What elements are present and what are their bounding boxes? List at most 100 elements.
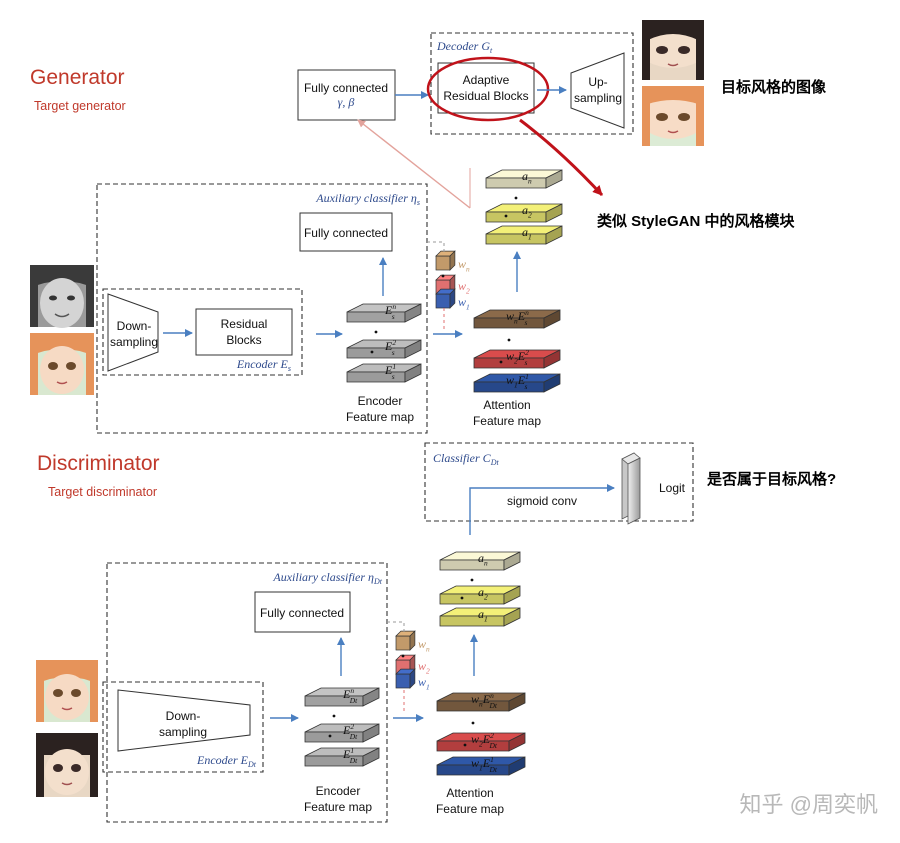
logit-label: Logit xyxy=(659,481,686,495)
weight-cube-n xyxy=(395,630,416,651)
disc-encoder-fmap-caption-1: Encoder xyxy=(316,784,361,798)
a-label-1: a1 xyxy=(478,607,488,624)
decoder-box xyxy=(430,32,634,135)
adaptive-label-2: Residual Blocks xyxy=(443,89,528,103)
weight-label-n: wn xyxy=(458,257,470,274)
encoder-fmap-slab-1 xyxy=(304,747,380,767)
attention-dot-1 xyxy=(471,721,475,725)
a-label-2: a2 xyxy=(478,585,488,602)
gen-downsampling-label-1: Down- xyxy=(117,319,152,333)
disc-input-image-2 xyxy=(36,733,98,797)
stylegan-annotation-arrow xyxy=(519,118,604,197)
arrow-a-to-logit xyxy=(469,484,615,535)
fc-gamma-beta-box xyxy=(297,69,396,121)
encoder-fmap-dot-2 xyxy=(328,734,332,738)
attention-dot-2 xyxy=(499,360,503,364)
upsampling-trapezoid xyxy=(570,52,625,129)
weight-cube-1 xyxy=(395,668,416,689)
generator-title: Generator xyxy=(30,66,125,89)
decoder-label: Decoder Gt xyxy=(436,39,493,55)
disc-encoder-label: Encoder EDt xyxy=(196,753,257,769)
weight-label-1: w1 xyxy=(418,675,430,692)
disc-dashed-connector xyxy=(387,621,405,632)
gen-residual-box xyxy=(195,308,293,356)
a-label-1: a1 xyxy=(522,225,532,242)
target-style-note: 目标风格的图像 xyxy=(721,78,827,96)
encoder-fmap-slab-2 xyxy=(304,723,380,743)
gen-aux-classifier-label: Auxiliary classifier ηs xyxy=(315,191,420,207)
style-question: 是否属于目标风格? xyxy=(706,470,836,488)
sigmoid-conv-label: sigmoid conv xyxy=(507,494,577,508)
gen-downsampling-label-2: sampling xyxy=(110,335,158,349)
gen-attention-fmap-caption-1: Attention xyxy=(483,398,530,412)
a-label-n: an xyxy=(478,551,488,568)
adaptive-residual-box xyxy=(437,62,535,114)
attention-slab-2 xyxy=(473,349,561,369)
a-slab-2 xyxy=(485,203,563,223)
a-label-2: a2 xyxy=(522,203,532,220)
encoder-fmap-slab-1 xyxy=(346,363,422,383)
disc-downsampling-label-2: sampling xyxy=(159,725,207,739)
discriminator-title: Discriminator xyxy=(37,452,160,475)
encoder-fmap-dot-1 xyxy=(374,330,378,334)
attention-slab-1 xyxy=(473,373,561,393)
encoder-fmap-dot-1 xyxy=(332,714,336,718)
encoder-fmap-slab-n xyxy=(304,687,380,707)
weight-label-1: w1 xyxy=(458,295,470,312)
fc-gamma-beta-label: Fully connected xyxy=(304,81,388,95)
encoder-fmap-slab-2 xyxy=(346,339,422,359)
disc-encoder-fmap-caption-2: Feature map xyxy=(304,800,372,814)
gen-aux-fc-label: Fully connected xyxy=(304,226,388,240)
disc-downsampling-label-1: Down- xyxy=(166,709,201,723)
disc-aux-fc-label: Fully connected xyxy=(260,606,344,620)
a-dot-1 xyxy=(470,578,474,582)
disc-encoder-region xyxy=(102,681,264,773)
gen-input-image-1 xyxy=(30,265,94,328)
arrow-attention-to-fc xyxy=(357,119,471,209)
disc-downsampling-trapezoid xyxy=(117,689,251,752)
generated-image-1 xyxy=(642,20,704,80)
generated-image-2 xyxy=(642,86,704,146)
weight-cube-n xyxy=(435,250,456,271)
disc-attention-fmap-caption-2: Feature map xyxy=(436,802,504,816)
fc-gamma-beta-params: γ, β xyxy=(338,95,355,109)
gen-downsampling-trapezoid xyxy=(107,293,159,372)
weight-dot xyxy=(441,274,445,278)
adaptive-highlight-ellipse xyxy=(426,56,550,122)
classifier-label: Classifier CDt xyxy=(433,451,499,467)
gen-residual-label-1: Residual xyxy=(221,317,268,331)
adaptive-label-1: Adaptive xyxy=(463,73,510,87)
a-slab-2 xyxy=(439,585,521,605)
disc-aux-classifier-label: Auxiliary classifier ηDt xyxy=(272,570,382,586)
generator-aux-region xyxy=(96,183,428,434)
upsampling-label-1: Up- xyxy=(588,75,607,89)
gen-aux-fc-box xyxy=(299,212,393,252)
gen-dashed-connector xyxy=(427,241,445,252)
disc-attention-fmap-caption-1: Attention xyxy=(446,786,493,800)
gen-attention-fmap-caption-2: Feature map xyxy=(473,414,541,428)
attention-slab-1 xyxy=(436,756,526,776)
a-slab-n xyxy=(485,169,563,189)
disc-aux-region xyxy=(106,562,388,823)
attention-slab-n xyxy=(436,692,526,712)
a-label-n: an xyxy=(522,169,532,186)
a-slab-n xyxy=(439,551,521,571)
logit-block xyxy=(621,452,641,525)
a-dot-1 xyxy=(514,196,518,200)
weight-label-2: w2 xyxy=(418,659,430,676)
gen-encoder-fmap-caption-2: Feature map xyxy=(346,410,414,424)
weight-label-2: w2 xyxy=(458,279,470,296)
encoder-fmap-dot-2 xyxy=(370,350,374,354)
weight-cube-1 xyxy=(435,288,456,309)
attention-slab-2 xyxy=(436,732,526,752)
generator-subtitle: Target generator xyxy=(34,99,126,113)
stylegan-note: 类似 StyleGAN 中的风格模块 xyxy=(597,212,796,230)
